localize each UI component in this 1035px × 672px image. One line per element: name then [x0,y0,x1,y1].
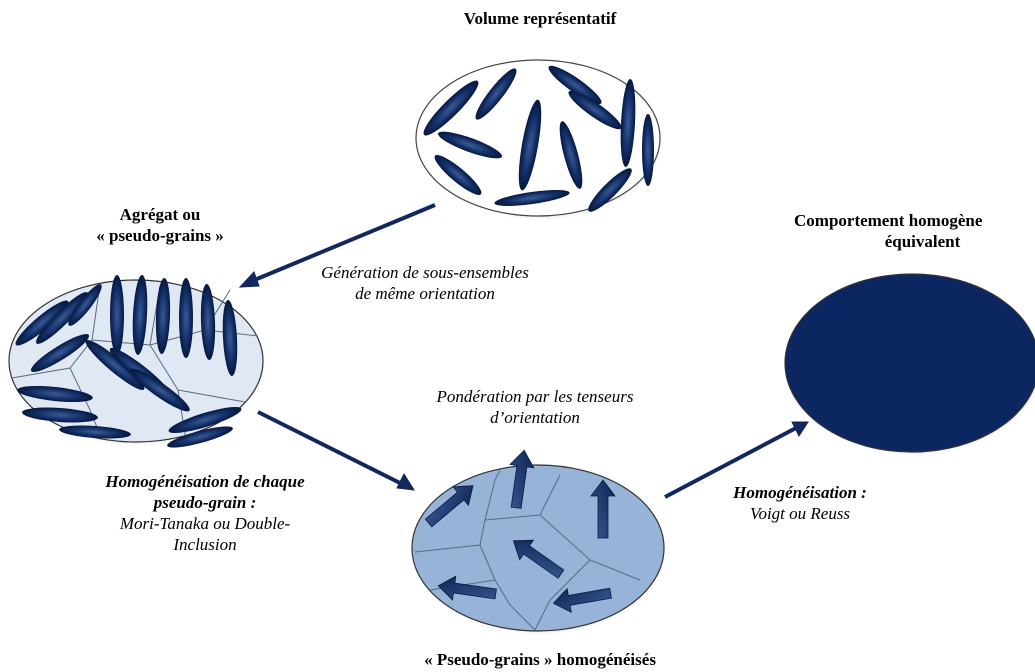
fiber [167,426,233,448]
orientation-arrow [437,575,497,601]
aggregate-title: Agrégat ou « pseudo-grains » [50,204,270,246]
fiber [642,114,654,186]
connector-arrows [238,203,809,499]
fiber [494,190,570,206]
equivalent-homogeneous-medium [784,273,1035,456]
fiber [68,284,102,326]
weighting-annotation: Pondération par les tenseurs d’orientati… [390,386,680,428]
weighting-line1: Pondération par les tenseurs [436,387,634,406]
fiber [423,80,479,136]
fiber [475,68,517,120]
fiber [518,99,542,191]
fiber [559,121,583,189]
fiber [179,278,193,358]
orientation-arrow [424,485,474,528]
generation-line2: de même orientation [355,284,495,303]
fiber [200,284,216,360]
grain-homog-line1: Homogénéisation de chaque [105,472,305,491]
fiber [110,275,124,355]
fiber [155,278,171,354]
rve-title: Volume représentatif [463,9,617,28]
homogenized-grains-title: « Pseudo-grains » homogénéisés [424,650,656,669]
fiber [30,334,90,372]
fiber [548,65,602,105]
fiber [168,407,242,433]
fiber [15,300,69,346]
fiber [130,368,190,412]
homogenized-pseudo-grains [411,449,667,635]
fiber [588,168,632,212]
fiber [568,90,622,130]
equivalent-title-line1: Comportement homogène [794,211,983,230]
generation-annotation: Génération de sous-ensembles de même ori… [280,262,570,304]
orientation-arrow [590,479,616,539]
grain-homog-line3: Mori-Tanaka ou Double- [119,514,291,533]
fiber [132,275,148,355]
fiber [437,131,503,159]
equivalent-title-line2: équivalent [884,232,961,251]
fiber [59,425,131,439]
arrow-homogenized-to-equivalent [664,421,809,499]
grain-homog-line4: Inclusion [173,535,237,554]
aggregate-title-line1: Agrégat ou [119,205,201,224]
fiber [36,292,88,344]
generation-line1: Génération de sous-ensembles [321,263,529,282]
orientation-arrow [509,449,535,509]
global-homog-line2: Voigt ou Reuss [749,504,851,523]
grain-homogenization-annotation: Homogénéisation de chaque pseudo-grain :… [55,471,355,555]
fiber [85,339,145,391]
fiber [222,300,238,376]
grain-homog-line2: pseudo-grain : [153,493,257,512]
fiber [22,407,98,423]
aggregate-title-line2: « pseudo-grains » [96,226,224,245]
fiber [620,79,636,167]
orientation-arrow [552,587,612,613]
rve-fibers [423,65,654,212]
fiber [434,154,482,196]
arrow-rve-to-aggregate [238,203,436,288]
orientation-arrows [424,449,616,613]
fiber [17,385,93,403]
global-homogenization-annotation: Homogénéisation : Voigt ou Reuss [700,482,900,524]
representative-volume [415,59,663,220]
arrow-aggregate-to-homogenized [257,410,415,491]
aggregate-fibers [15,275,242,448]
global-homog-line1: Homogénéisation : [733,483,867,502]
equivalent-title: Comportement homogène équivalent [790,210,1035,252]
pseudo-grain-aggregate [8,275,266,448]
orientation-arrow [512,539,565,579]
weighting-line2: d’orientation [490,408,580,427]
